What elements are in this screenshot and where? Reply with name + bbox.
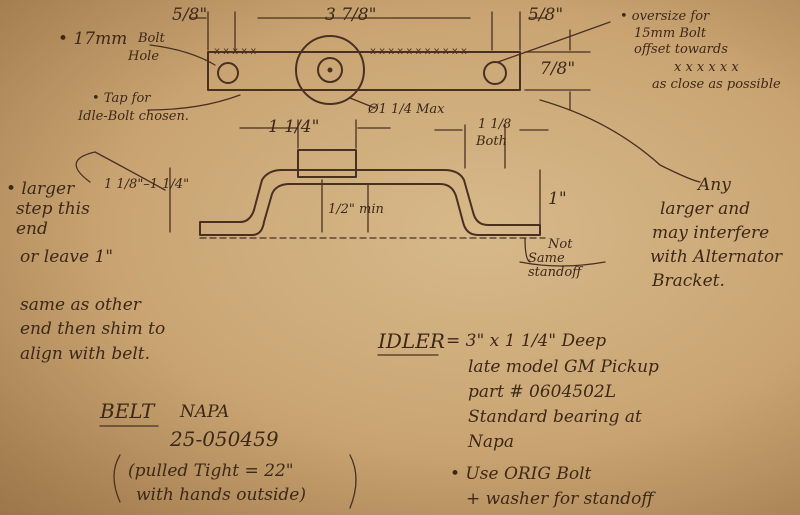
left-step-note-2: step this xyxy=(16,199,90,219)
dim-right-offset: 5/8" xyxy=(528,5,564,25)
dim-center-span: 3 7/8" xyxy=(325,5,377,25)
any-note-2: larger and xyxy=(660,199,751,219)
idler-line-7: + washer for standoff xyxy=(466,489,654,509)
belt-brand: NAPA xyxy=(180,402,230,422)
bolt-hole-note-1: • 17mm xyxy=(58,29,128,49)
tap-note-2: Idle-Bolt chosen. xyxy=(78,109,189,124)
not-same-note-1: Not xyxy=(548,237,573,252)
x-marks-left: x x x x x xyxy=(214,46,256,57)
x-marks-right: x x x x x x x x x x x xyxy=(370,46,467,57)
not-same-note-3: standoff xyxy=(528,265,582,280)
dim-right-drop: 1" xyxy=(548,189,567,209)
plate-outline xyxy=(207,51,521,91)
left-step-note-1: • larger xyxy=(6,179,75,199)
top-dimension-lines xyxy=(147,11,611,111)
left-paren xyxy=(113,454,121,503)
bracket-profile xyxy=(199,169,541,236)
left-step-note-7: align with belt. xyxy=(20,344,151,364)
tap-note-1: • Tap for xyxy=(92,91,151,106)
idler-bolt-hole xyxy=(317,57,343,83)
any-note-1: Any xyxy=(698,175,731,195)
idler-line-2: late model GM Pickup xyxy=(468,357,659,377)
oversize-note-4: x x x x x x xyxy=(674,60,739,75)
top-view-plate: x x x x x x x x x x x x x x x x xyxy=(207,35,521,105)
any-note-5: Bracket. xyxy=(652,271,725,291)
idler-line-1: = 3" x 1 1/4" Deep xyxy=(446,331,607,351)
idler-boss xyxy=(295,35,365,105)
left-step-note-6: end then shim to xyxy=(20,319,166,339)
oversize-note-3: offset towards xyxy=(634,42,728,57)
idler-line-3: part # 0604502L xyxy=(468,382,617,402)
dim-mid-clearance: 1/2" min xyxy=(328,202,384,217)
bolt-hole-note-2: Bolt xyxy=(138,31,165,46)
dim-bend-right-sub: Both xyxy=(476,134,507,149)
oversize-note-1: • oversize for xyxy=(620,9,710,24)
any-note-3: may interfere xyxy=(652,223,770,243)
idler-line-6: • Use ORIG Bolt xyxy=(450,464,592,484)
belt-part-number: 25-050459 xyxy=(170,427,279,451)
oversize-note-2: 15mm Bolt xyxy=(634,26,707,41)
bolt-hole-note-3: Hole xyxy=(128,49,160,64)
dim-max-dia: Ø1 1/4 Max xyxy=(368,102,445,117)
belt-note-2: with hands outside) xyxy=(136,485,306,505)
right-paren xyxy=(349,454,357,509)
idler-line-5: Napa xyxy=(468,432,515,452)
not-same-note-2: Same xyxy=(528,251,565,266)
belt-note-1: (pulled Tight = 22" xyxy=(128,461,294,481)
right-bolt-hole xyxy=(483,61,507,85)
idler-center-mark xyxy=(327,67,333,73)
idler-heading: IDLER xyxy=(378,329,445,353)
oversize-note-5: as close as possible xyxy=(652,77,781,92)
any-note-4: with Alternator xyxy=(650,247,783,267)
boss-side-view xyxy=(297,149,357,178)
left-step-note-4: or leave 1" xyxy=(20,247,114,267)
left-step-note-5: same as other xyxy=(20,295,141,315)
dim-left-drop: 1 1/8"–1 1/4" xyxy=(104,177,190,192)
left-bolt-hole xyxy=(217,62,239,84)
left-step-note-3: end xyxy=(16,219,48,239)
dim-boss-width: 1 1/4" xyxy=(268,117,320,137)
dim-plate-height: 7/8" xyxy=(540,59,576,79)
idler-line-4: Standard bearing at xyxy=(468,407,642,427)
belt-heading: BELT xyxy=(100,399,155,423)
dim-left-offset: 5/8" xyxy=(172,5,208,25)
dim-bend-right: 1 1/8 xyxy=(478,117,512,132)
side-view-bracket xyxy=(75,99,701,267)
